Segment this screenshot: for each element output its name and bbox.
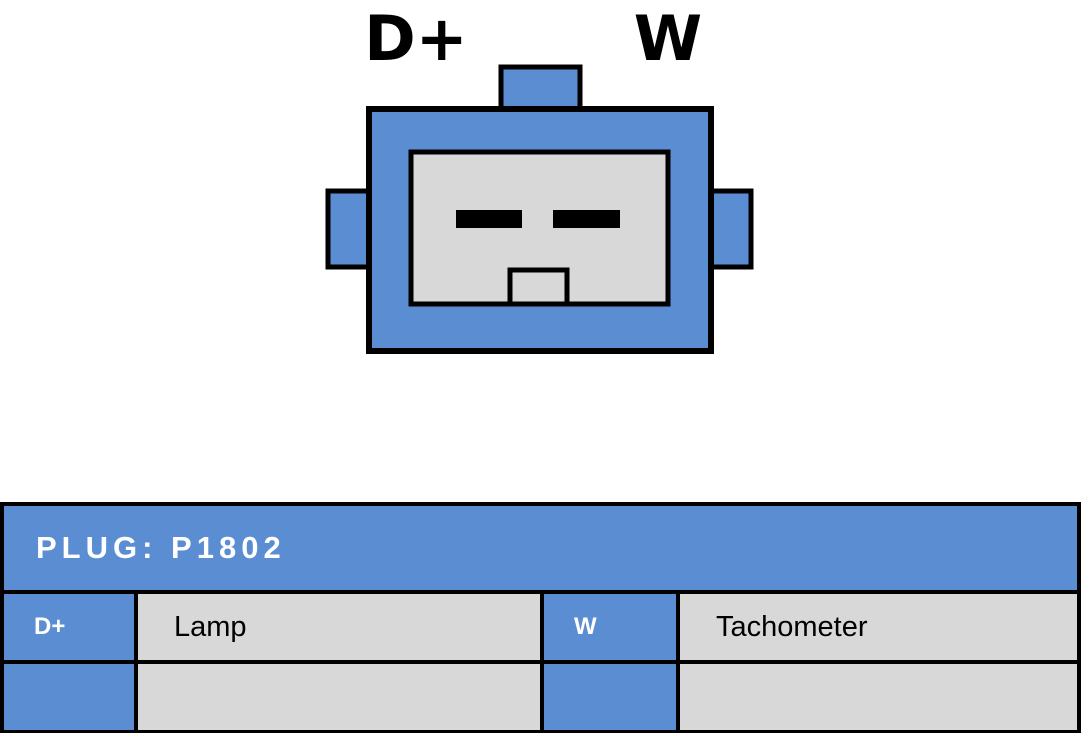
desc-cell-empty-2 <box>680 664 1077 730</box>
desc-cell-empty-1 <box>138 664 540 730</box>
desc-cell-tachometer: Tachometer <box>680 594 1077 660</box>
pin-cell-empty-2 <box>544 664 676 730</box>
plug-table-title: PLUG: P1802 <box>4 506 1077 590</box>
plug-diagram: D+ W <box>325 2 754 354</box>
plug-pin-slot-dplus <box>456 210 522 228</box>
plug-pin-slot-w <box>553 210 620 228</box>
pin-cell-empty-1 <box>4 664 134 730</box>
plug-bottom-notch <box>507 267 570 307</box>
plug-pin-label-dplus: D+ <box>364 2 468 75</box>
plug-connector-drawing <box>325 64 754 354</box>
plug-right-tab <box>704 188 754 270</box>
plug-pinout-table: PLUG: P1802 D+ Lamp W Tachometer <box>0 502 1081 733</box>
pin-cell-w: W <box>544 594 676 660</box>
desc-cell-lamp: Lamp <box>138 594 540 660</box>
plug-pin-label-w: W <box>633 2 703 75</box>
pin-cell-dplus: D+ <box>4 594 134 660</box>
